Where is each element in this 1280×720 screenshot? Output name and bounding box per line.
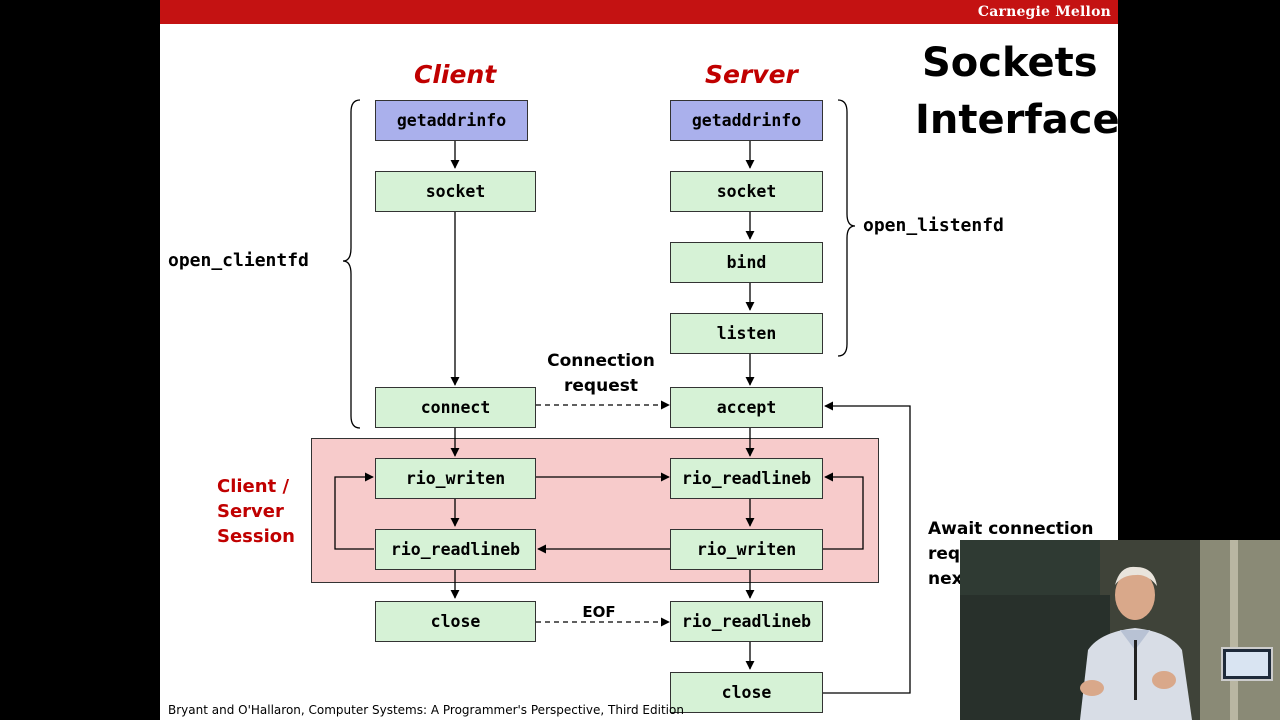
server-bind-box: bind	[670, 242, 823, 283]
server-rio-readlineb-eof-box: rio_readlineb	[670, 601, 823, 642]
connection-request-label: Connection request	[528, 349, 674, 399]
client-rio-writen-box: rio_writen	[375, 458, 536, 499]
session-line-2: Server	[217, 501, 284, 522]
eof-label: EOF	[582, 603, 616, 621]
open-clientfd-label: open_clientfd	[168, 250, 309, 271]
server-rio-writen-box: rio_writen	[670, 529, 823, 570]
server-listen-box: listen	[670, 313, 823, 354]
server-accept-box: accept	[670, 387, 823, 428]
server-heading: Server	[705, 60, 798, 89]
citation-footer: Bryant and O'Hallaron, Computer Systems:…	[168, 703, 684, 717]
server-socket-box: socket	[670, 171, 823, 212]
client-server-session-label: Client / Server Session	[217, 474, 295, 549]
title-line-2: Interface	[915, 97, 1118, 143]
connection-request-line-2: request	[564, 376, 638, 396]
client-socket-box: socket	[375, 171, 536, 212]
await-line-1: Await connection	[928, 519, 1094, 539]
server-getaddrinfo-box: getaddrinfo	[670, 100, 823, 141]
connector-lines	[334, 99, 911, 694]
client-connect-box: connect	[375, 387, 536, 428]
client-getaddrinfo-box: getaddrinfo	[375, 100, 528, 141]
slide: Carnegie Mellon Sockets Interface Client…	[160, 0, 1118, 720]
title-line-1: Sockets	[922, 40, 1098, 86]
header-bar: Carnegie Mellon	[160, 0, 1118, 24]
presenter-video-image	[960, 540, 1280, 720]
client-rio-readlineb-box: rio_readlineb	[375, 529, 536, 570]
session-line-3: Session	[217, 526, 295, 547]
client-heading: Client	[414, 60, 497, 89]
open-listenfd-label: open_listenfd	[863, 215, 1004, 236]
server-close-box: close	[670, 672, 823, 713]
brand-label: Carnegie Mellon	[977, 4, 1111, 20]
presenter-video	[960, 540, 1280, 720]
client-close-box: close	[375, 601, 536, 642]
session-line-1: Client /	[217, 476, 290, 497]
server-rio-readlineb-box: rio_readlineb	[670, 458, 823, 499]
connection-request-line-1: Connection	[547, 351, 655, 371]
